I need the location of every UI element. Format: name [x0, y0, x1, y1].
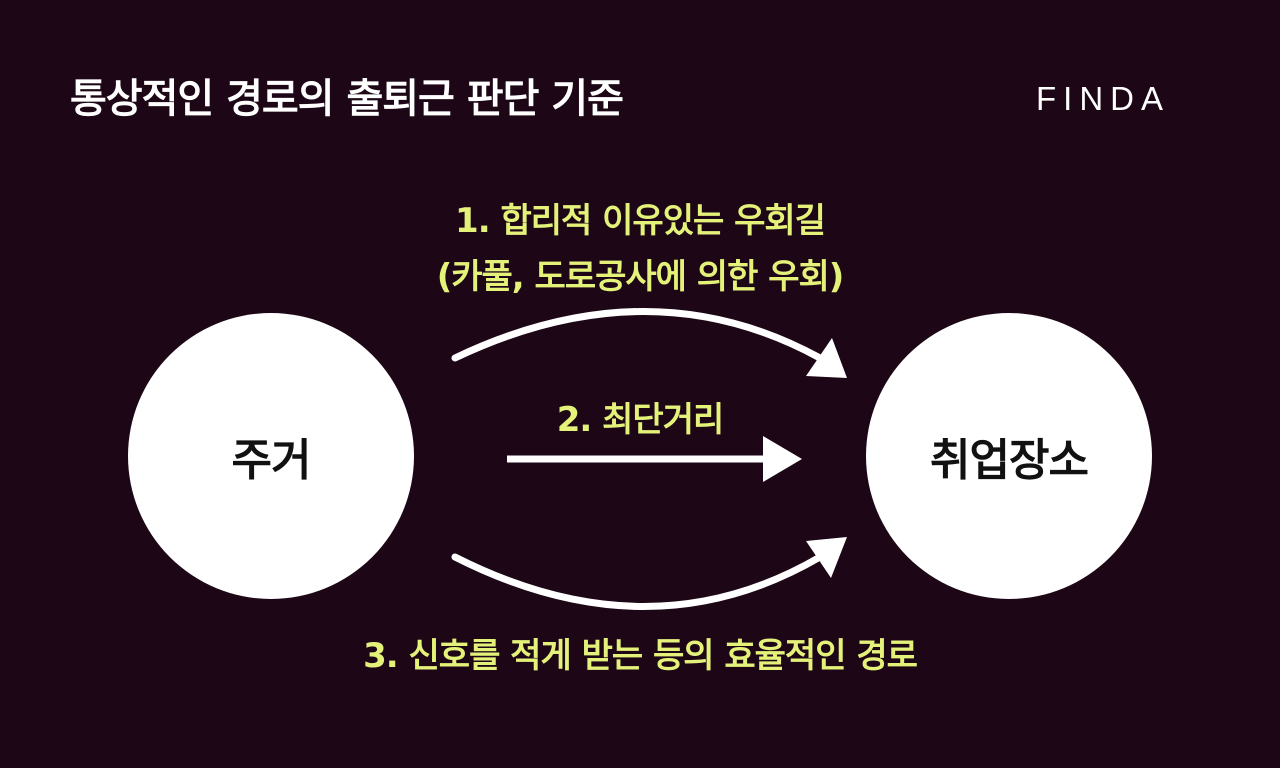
arrow-detour: [451, 308, 847, 378]
route-2-label: 2. 최단거리: [556, 400, 725, 440]
origin-label: 주거: [231, 435, 312, 486]
finda-logo: FINDA: [1036, 80, 1170, 117]
arrow-shortest: [507, 436, 802, 482]
arrow-detour-head: [806, 338, 847, 378]
destination-label: 취업장소: [930, 435, 1089, 486]
arrow-efficient-shaft: [451, 553, 824, 610]
arrow-shortest-head: [763, 436, 802, 482]
origin-circle: 주거: [128, 313, 414, 599]
route-3-label: 3. 신호를 적게 받는 등의 효율적인 경로: [363, 636, 918, 676]
route-1-label-line2: (카풀, 도로공사에 의한 우회): [436, 257, 845, 297]
destination-circle: 취업장소: [866, 313, 1152, 599]
arrow-efficient: [451, 537, 847, 610]
route-1-label-line1: 1. 합리적 이유있는 우회길: [455, 201, 826, 241]
arrow-efficient-head: [806, 537, 847, 578]
page-title: 통상적인 경로의 출퇴근 판단 기준: [70, 76, 624, 122]
arrow-detour-shaft: [451, 308, 824, 362]
route-1-label: 1. 합리적 이유있는 우회길 (카풀, 도로공사에 의한 우회): [360, 193, 920, 305]
